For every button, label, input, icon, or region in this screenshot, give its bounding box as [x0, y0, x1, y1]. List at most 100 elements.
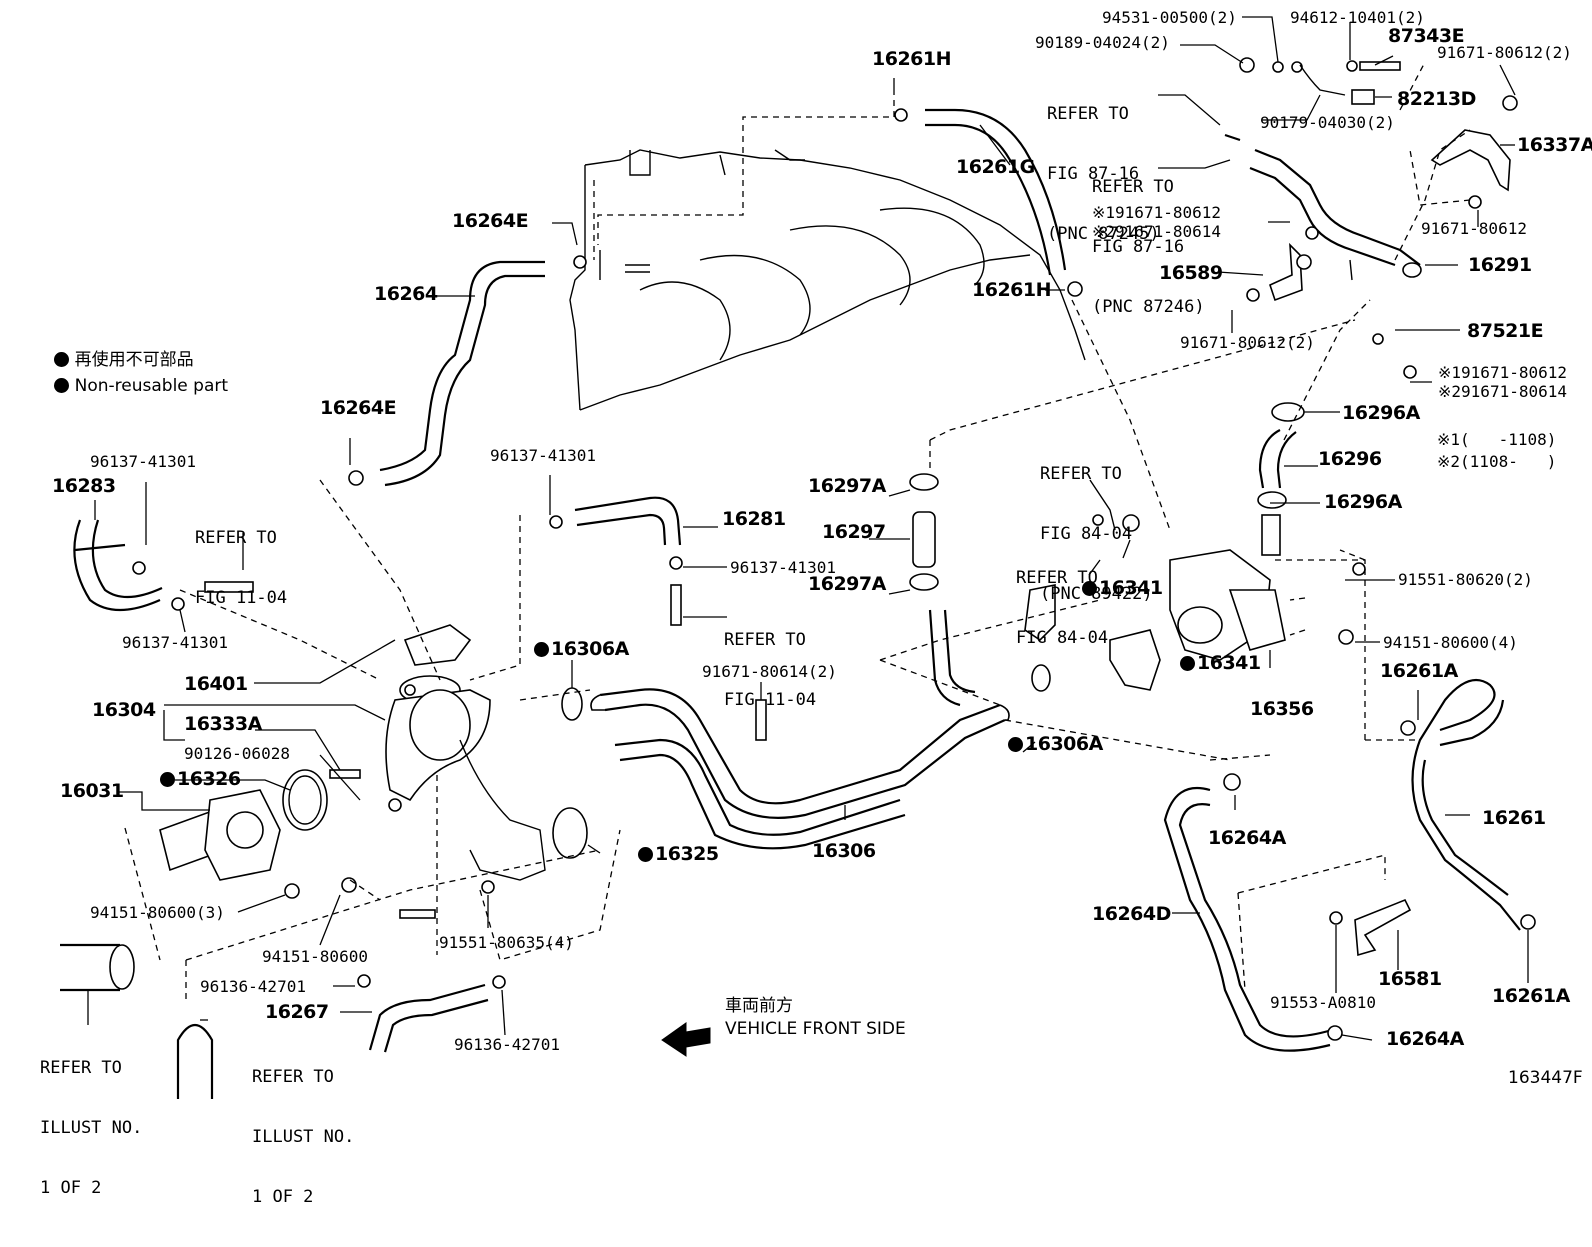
refer-line: REFER TO	[1016, 568, 1098, 588]
part-label: 94151-80600(3)	[90, 903, 225, 922]
part-number: 16306A	[1025, 733, 1103, 755]
refer-line: ILLUST NO.	[252, 1127, 355, 1147]
non-reusable-bullet-icon	[53, 352, 69, 367]
part-label: ※291671-80614	[1092, 222, 1221, 241]
part-label: 16031	[60, 780, 124, 802]
illust-reference-stubs	[60, 943, 214, 1099]
part-label: 90189-04024(2)	[1035, 33, 1170, 52]
part-label: 16261G	[956, 156, 1035, 178]
bracket-16581	[1354, 898, 1412, 957]
leader-lines	[87, 16, 1529, 1041]
part-label: 16304	[92, 699, 156, 721]
non-reusable-part-label: 16341	[1180, 652, 1261, 674]
pipe-16291	[1224, 133, 1422, 281]
part-label: 94151-80600(4)	[1383, 633, 1518, 652]
refer-line: REFER TO	[1040, 464, 1122, 484]
figure-code: 163447F	[1508, 1068, 1583, 1088]
non-reusable-dot-icon	[638, 847, 653, 862]
part-label: 16356	[1250, 698, 1314, 720]
refer-line: (PNC 87246)	[1092, 297, 1205, 317]
refer-to-fig-84-04: REFER TO FIG 84-04	[1016, 528, 1108, 688]
part-label: 16401	[184, 673, 248, 695]
refer-to-illust-left: REFER TO ILLUST NO. 1 OF 2	[40, 1018, 142, 1238]
part-label: 90126-06028	[184, 744, 290, 763]
part-label: 91671-80612	[1421, 219, 1527, 238]
water-inlet-assembly	[1169, 514, 1286, 661]
part-label: 16283	[52, 475, 116, 497]
part-label: ※191671-80612	[1438, 363, 1567, 382]
water-outlet-assembly	[385, 624, 546, 881]
part-label: 16337A	[1517, 134, 1592, 156]
part-label: 91671-80614(2)	[702, 662, 837, 681]
gaskets	[552, 584, 1161, 859]
part-label: 94531-00500(2)	[1102, 8, 1237, 27]
legend-jp-text: 再使用不可部品	[74, 350, 194, 370]
part-label: 82213D	[1397, 88, 1476, 110]
non-reusable-dot-icon	[160, 772, 175, 787]
non-reusable-part-label: 16306A	[1008, 733, 1103, 755]
legend-en: Non-reusable part	[32, 356, 228, 416]
refer-line: FIG 11-04	[724, 690, 817, 710]
refer-line: REFER TO	[724, 630, 806, 650]
refer-line: FIG 87-16	[1047, 164, 1140, 184]
part-number: 16326	[177, 768, 241, 790]
part-label: 16306	[812, 840, 876, 862]
non-reusable-part-label: 16325	[638, 843, 719, 865]
legend-en-text: Non-reusable part	[74, 376, 229, 396]
refer-line: FIG 87-16	[1092, 237, 1185, 257]
hose-16296	[1257, 402, 1305, 509]
part-number: 16306A	[551, 638, 629, 660]
refer-line: FIG 84-04	[1040, 524, 1133, 544]
non-reusable-part-label: 16326	[160, 768, 241, 790]
part-label: 16264	[374, 283, 438, 305]
hose-16267	[368, 983, 489, 1053]
non-reusable-dot-icon	[1008, 737, 1023, 752]
part-label: 91671-80612(2)	[1437, 43, 1572, 62]
refer-line: REFER TO	[40, 1058, 122, 1078]
hose-16264D	[1163, 786, 1333, 1052]
part-number: 16341	[1099, 577, 1163, 599]
pipe-stubs	[590, 694, 1010, 721]
part-label: 96136-42701	[454, 1035, 560, 1054]
diagram-artwork	[60, 16, 1536, 1099]
refer-line: REFER TO	[195, 528, 277, 548]
dashed-connections	[124, 61, 1471, 1000]
part-label: 16264D	[1092, 903, 1171, 925]
hose-16281	[574, 496, 682, 546]
part-label: 16297A	[808, 573, 886, 595]
vehicle-front-jp: 車両前方	[725, 996, 793, 1016]
refer-line: REFER TO	[1047, 104, 1129, 124]
part-label: 94151-80600	[262, 947, 368, 966]
part-label: 16589	[1159, 262, 1223, 284]
part-label: ※191671-80612	[1092, 203, 1221, 222]
part-label: 16264E	[320, 397, 397, 419]
refer-line: 1 OF 2	[252, 1187, 314, 1207]
refer-line: FIG 84-04	[1016, 628, 1109, 648]
part-label: 91553-A0810	[1270, 993, 1376, 1012]
part-label: 16281	[722, 508, 786, 530]
part-number: 16341	[1197, 652, 1261, 674]
hose-16264	[379, 260, 545, 487]
refer-line: ILLUST NO.	[40, 1118, 143, 1138]
bracket-16589	[1269, 242, 1303, 302]
non-reusable-dot-icon	[1180, 656, 1195, 671]
part-label: 16297	[822, 521, 886, 543]
refer-to-fig-11-04-mid: REFER TO FIG 11-04	[724, 590, 816, 750]
non-reusable-part-label: 16306A	[534, 638, 629, 660]
part-label: 96137-41301	[122, 633, 228, 652]
part-label: 96137-41301	[90, 452, 196, 471]
part-label: 16267	[265, 1001, 329, 1023]
effectivity-note-1: ※1( -1108)	[1437, 430, 1557, 449]
part-label: 16296	[1318, 448, 1382, 470]
part-label: 90179-04030(2)	[1260, 113, 1395, 132]
refer-line: (PNC 87245)	[1047, 224, 1160, 244]
part-label: 16261H	[972, 279, 1052, 301]
part-label: 16264E	[452, 210, 529, 232]
part-label: 16261	[1482, 807, 1546, 829]
part-label: 16297A	[808, 475, 886, 497]
part-label: ※291671-80614	[1438, 382, 1567, 401]
part-label: 16261A	[1492, 985, 1570, 1007]
refer-line: REFER TO	[252, 1067, 334, 1087]
part-label: 91551-80635(4)	[439, 933, 574, 952]
hose-16297	[909, 473, 939, 591]
